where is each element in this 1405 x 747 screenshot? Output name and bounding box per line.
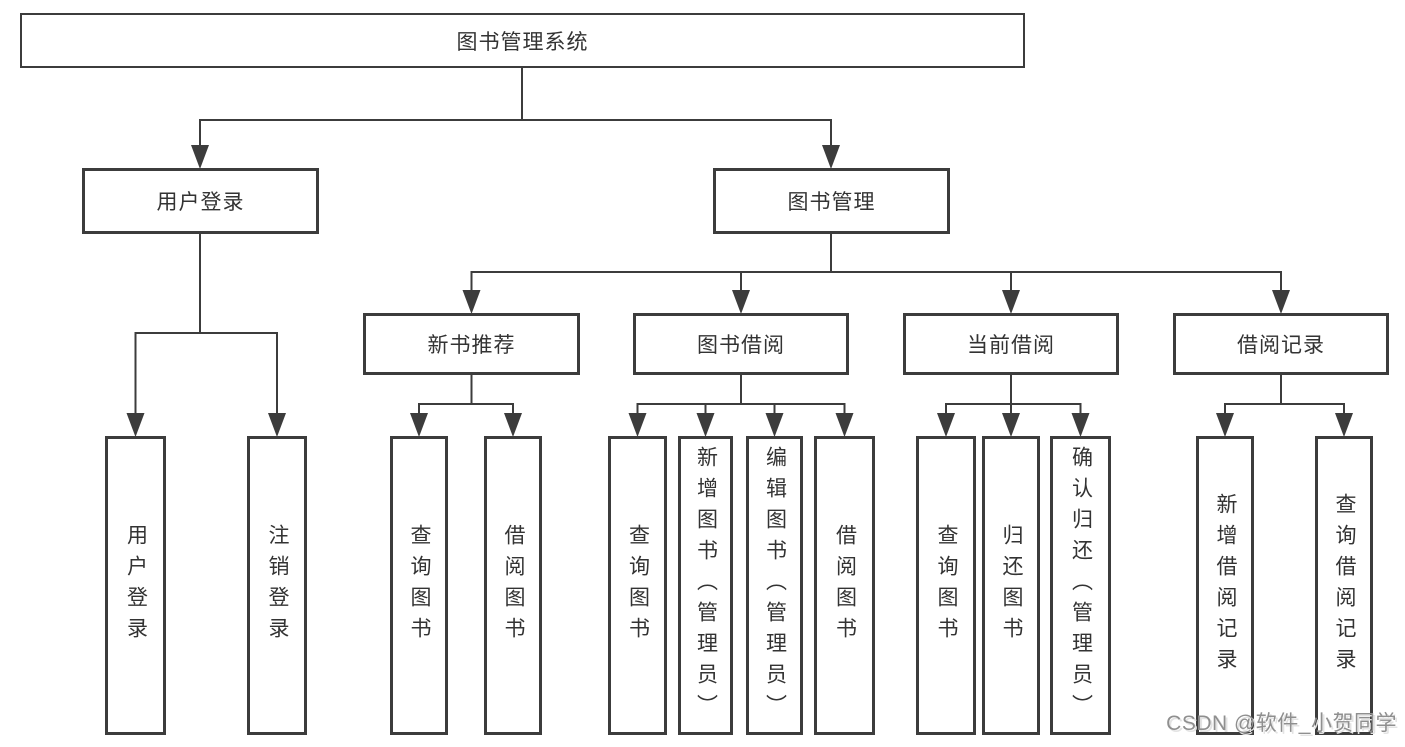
arrow-down-icon: [732, 290, 750, 314]
node-edit-book-admin: 编辑图书（管理员）: [746, 436, 803, 735]
arrow-down-icon: [765, 413, 784, 437]
node-borrow-books-2: 借阅图书: [814, 436, 875, 735]
node-confirm-return-admin: 确认归还（管理员）: [1050, 436, 1111, 735]
arrow-down-icon: [1071, 413, 1090, 437]
connector-borrow-records: [1224, 375, 1345, 416]
arrow-down-icon: [191, 145, 209, 169]
node-borrow-records: 借阅记录: [1173, 313, 1389, 375]
node-book-borrow: 图书借阅: [633, 313, 849, 375]
arrow-down-icon: [822, 145, 840, 169]
node-new-book-recommend: 新书推荐: [363, 313, 580, 375]
node-user-login: 用户登录: [82, 168, 319, 234]
arrow-down-icon: [1002, 413, 1020, 437]
node-current-borrow: 当前借阅: [903, 313, 1119, 375]
node-add-borrow-record: 新增借阅记录: [1196, 436, 1254, 735]
arrow-down-icon: [1335, 413, 1353, 437]
arrow-down-icon: [1272, 290, 1290, 314]
arrow-down-icon: [835, 413, 854, 437]
node-search-books-3: 查询图书: [916, 436, 976, 735]
arrow-down-icon: [126, 413, 145, 437]
node-library-system: 图书管理系统: [20, 13, 1025, 68]
arrow-down-icon: [628, 413, 647, 437]
node-add-book-admin: 新增图书（管理员）: [678, 436, 733, 735]
arrow-down-icon: [504, 413, 522, 437]
connector-new-book-recommend: [418, 375, 514, 416]
node-book-management: 图书管理: [713, 168, 950, 234]
arrow-down-icon: [1216, 413, 1234, 437]
connector-current-borrow: [945, 375, 1082, 416]
connector-user-login-to-children: [134, 234, 278, 416]
connector-book-borrow: [636, 375, 846, 416]
arrow-down-icon: [696, 413, 715, 437]
node-borrow-books-1: 借阅图书: [484, 436, 542, 735]
arrow-down-icon: [937, 413, 955, 437]
node-search-books-1: 查询图书: [390, 436, 448, 735]
node-return-books: 归还图书: [982, 436, 1040, 735]
node-logout: 注销登录: [247, 436, 307, 735]
connector-root-to-level2: [199, 68, 832, 148]
arrow-down-icon: [462, 290, 481, 314]
connector-book-mgmt-to-level3: [470, 234, 1282, 293]
csdn-watermark: CSDN @软件_小贺同学: [1166, 712, 1397, 735]
node-search-books-2: 查询图书: [608, 436, 667, 735]
node-search-borrow-record: 查询借阅记录: [1315, 436, 1373, 735]
arrow-down-icon: [1002, 290, 1020, 314]
arrow-down-icon: [268, 413, 286, 437]
arrow-down-icon: [410, 413, 428, 437]
node-user-login-leaf: 用户登录: [105, 436, 166, 735]
